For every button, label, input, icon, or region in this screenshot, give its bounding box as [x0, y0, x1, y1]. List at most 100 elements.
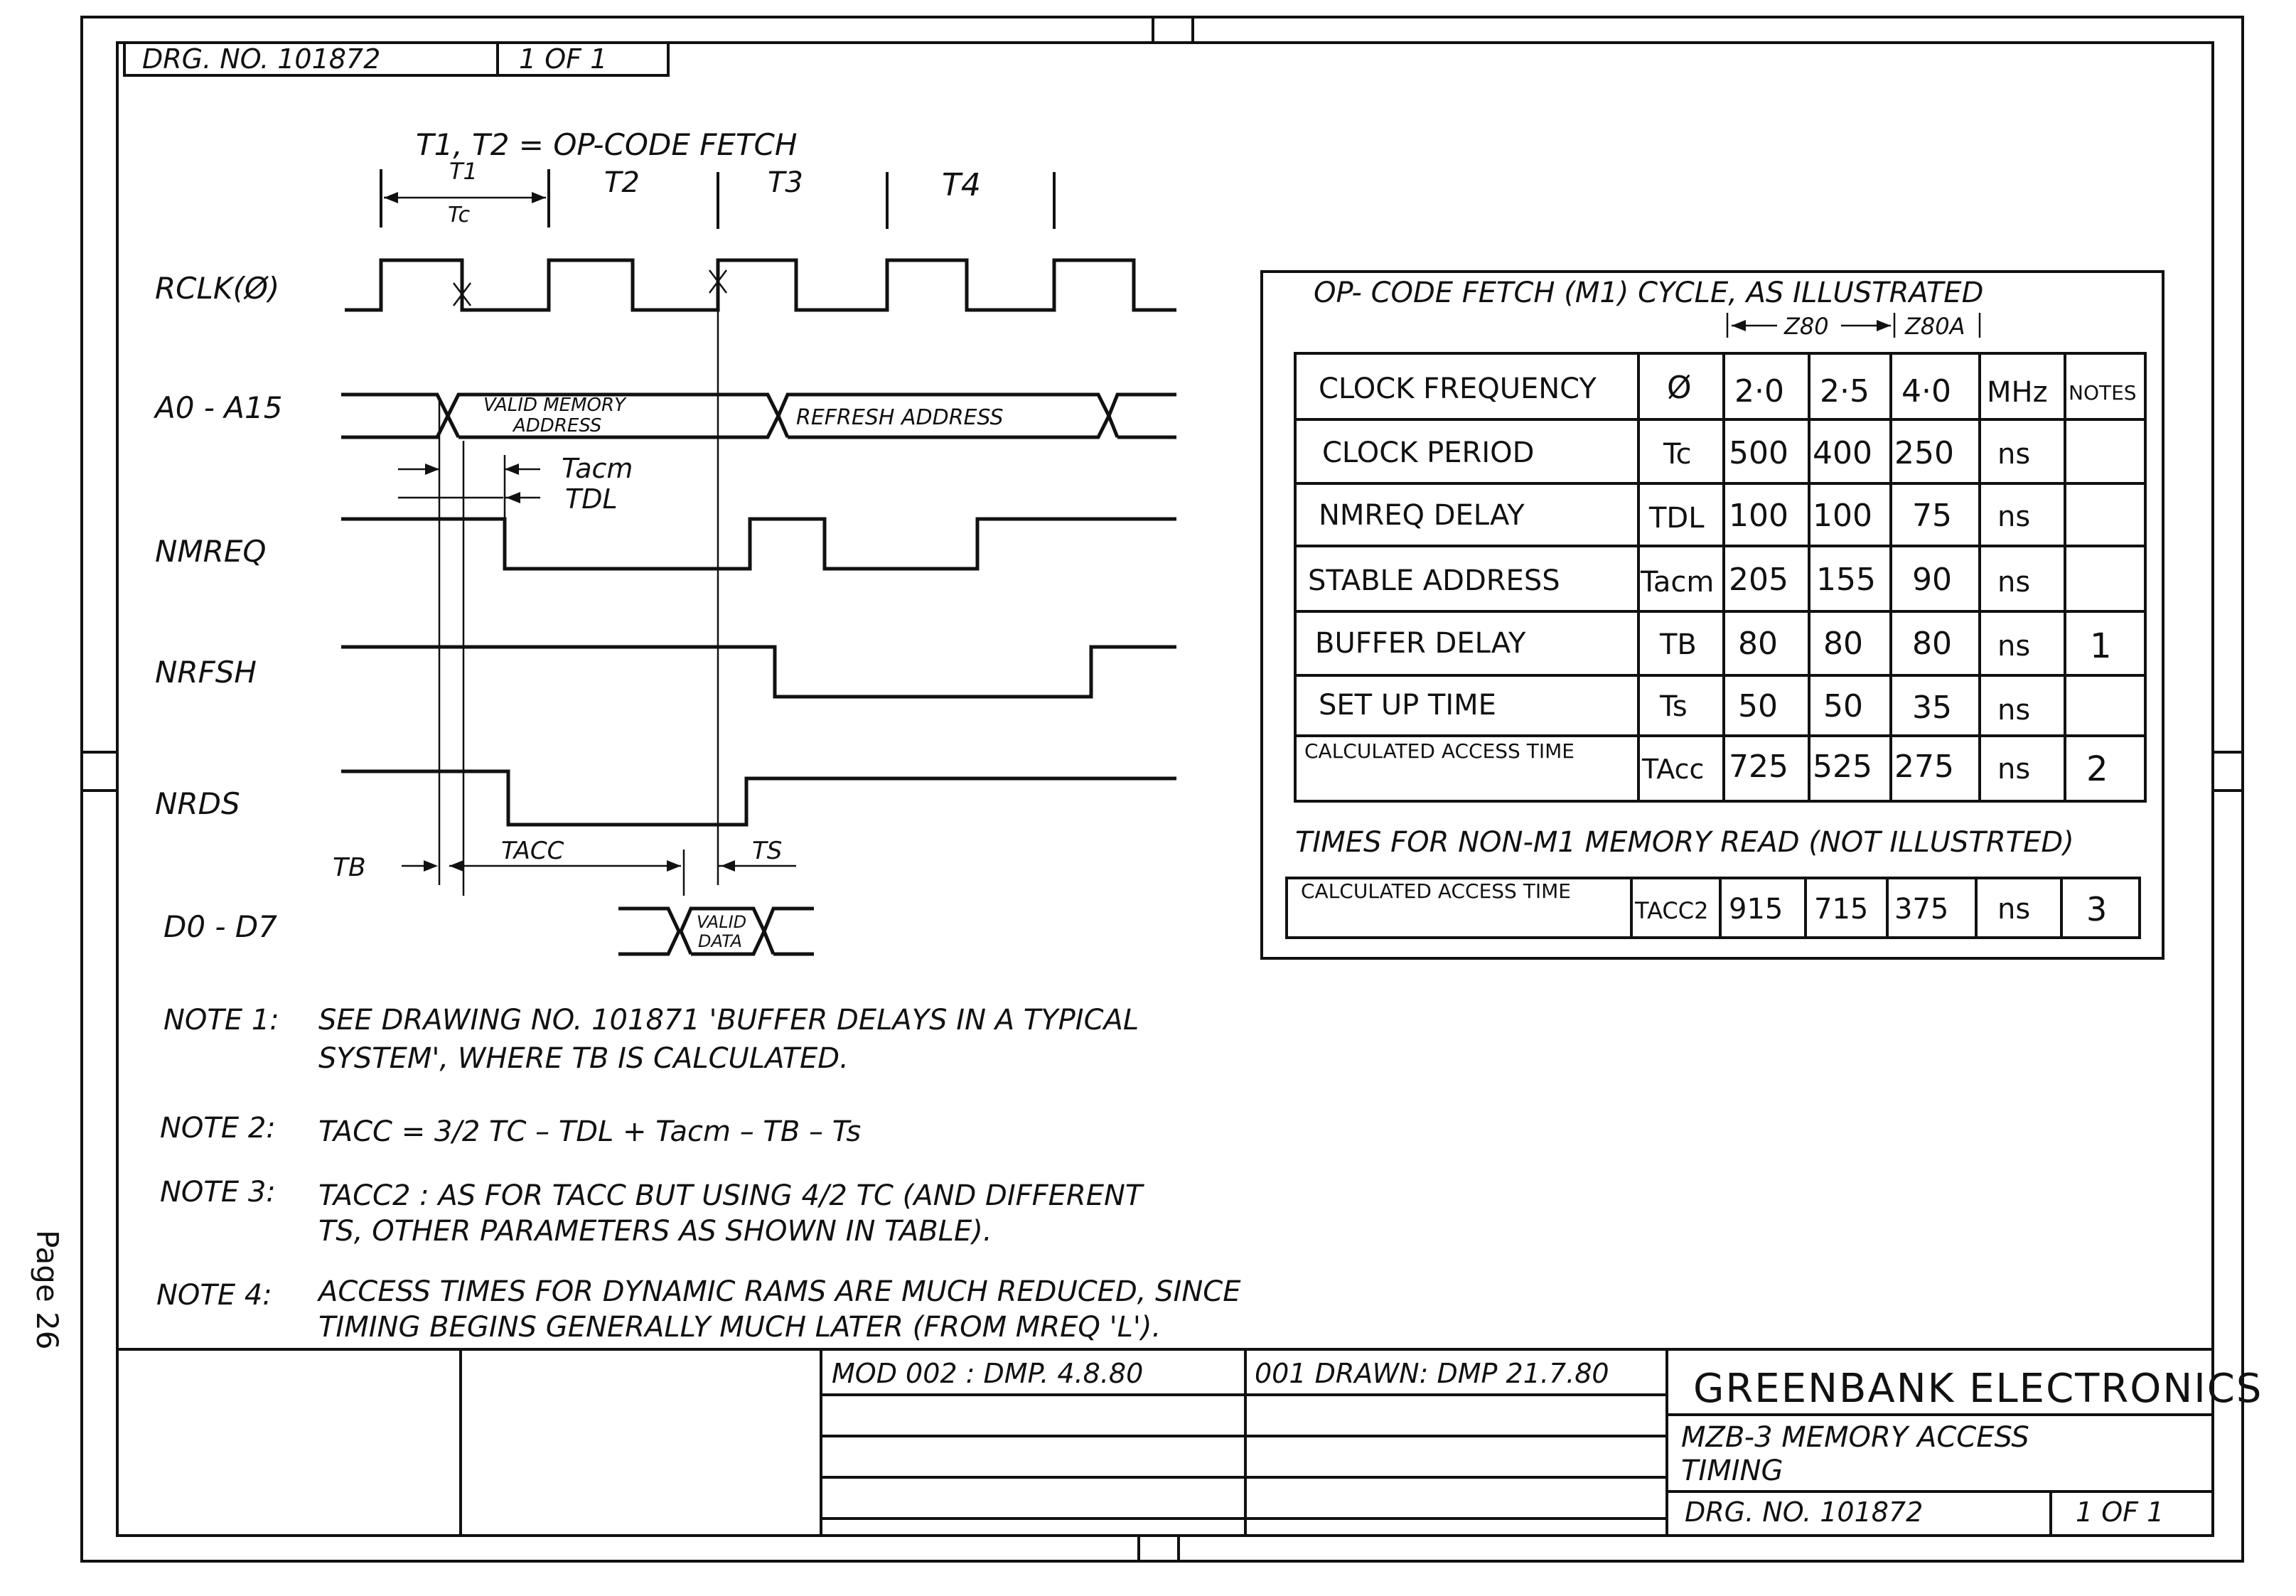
signal-nrfsh: NRFSH [155, 655, 257, 690]
table-cell: NMREQ DELAY [1319, 499, 1525, 532]
table-cell: 80 [1738, 626, 1778, 662]
mark-tb: TB [333, 853, 366, 882]
table-cell: 155 [1816, 562, 1876, 598]
drawn-record: 001 DRAWN: DMP 21.7.80 [1255, 1358, 1609, 1389]
table-cell: ns [1997, 566, 2030, 599]
bus-label-valid-data-2: DATA [698, 931, 742, 951]
table-cell: Tc [1663, 438, 1692, 471]
table-cell: 275 [1894, 749, 1954, 785]
table-cell: 90 [1912, 562, 1952, 598]
signal-data: D0 - D7 [163, 909, 277, 944]
table-header-2-5: 2·5 [1820, 373, 1869, 409]
signal-nmreq: NMREQ [155, 534, 266, 569]
nmreq-waveform [341, 517, 1176, 571]
table-cell: CLOCK PERIOD [1322, 437, 1534, 469]
z80-label: Z80 [1783, 313, 1829, 340]
bus-label-refresh-address: REFRESH ADDRESS [796, 405, 1004, 430]
state-label-t1: T1 [449, 158, 478, 185]
mod-record: MOD 002 : DMP. 4.8.80 [832, 1358, 1143, 1389]
nonm1-cell: TACC2 [1634, 897, 1708, 924]
note-3-label: NOTE 3: [160, 1176, 276, 1209]
table-cell: 50 [1738, 688, 1778, 724]
nonm1-cell: 375 [1894, 893, 1948, 926]
table-cell: 80 [1823, 626, 1863, 662]
nrds-waveform [341, 769, 1176, 827]
notes: NOTE 1: SEE DRAWING NO. 101871 'BUFFER D… [156, 1004, 1241, 1344]
table-cell: ns [1997, 694, 2030, 727]
table-header-parameter: CLOCK FREQUENCY [1319, 373, 1597, 405]
table-cell: Ts [1659, 690, 1688, 723]
table-cell-access-time-wrap: CALCULATED ACCESS TIME [1304, 739, 1575, 763]
drawing-number: DRG. NO. 101872 [1685, 1496, 1923, 1528]
table-cell: BUFFER DELAY [1315, 627, 1526, 660]
note-1-label: NOTE 1: [163, 1004, 279, 1037]
table-cell: ns [1997, 500, 2030, 533]
table-cell: CALCULATED ACCESS TIME [1304, 739, 1575, 763]
table-cell: 50 [1823, 688, 1863, 724]
table-cell: 525 [1813, 749, 1872, 785]
bus-label-valid-address-2: ADDRESS [512, 415, 601, 437]
mark-tacc: TACC [501, 837, 564, 865]
signal-rclk: RCLK(Ø) [155, 271, 279, 306]
nrfsh-waveform [341, 645, 1176, 699]
z80a-label: Z80A [1904, 313, 1965, 340]
title-block: MOD 002 : DMP. 4.8.80 001 DRAWN: DMP 21.… [117, 1348, 2263, 1536]
drawing-title-1: MZB-3 MEMORY ACCESS [1681, 1421, 2029, 1454]
header-sheet: 1 OF 1 [519, 43, 607, 75]
nonm1-title: TIMES FOR NON-M1 MEMORY READ (NOT ILLUST… [1295, 826, 2074, 859]
table-header-unit: MHz [1987, 376, 2048, 409]
note-3-line-2: TS, OTHER PARAMETERS AS SHOWN IN TABLE). [318, 1215, 992, 1248]
note-2-label: NOTE 2: [160, 1112, 276, 1145]
table-cell: TAcc [1641, 754, 1704, 785]
note-1-line-2: SYSTEM', WHERE TB IS CALCULATED. [318, 1042, 849, 1075]
table-header-4-0: 4·0 [1901, 373, 1951, 409]
note-4-line-2: TIMING BEGINS GENERALLY MUCH LATER (FROM… [318, 1311, 1161, 1344]
drawing-title-2: TIMING [1681, 1455, 1783, 1487]
note-3-line-1: TACC2 : AS FOR TACC BUT USING 4/2 TC (AN… [318, 1179, 1145, 1212]
table-cell: 35 [1912, 690, 1952, 726]
page-label: Page 26 [30, 1230, 65, 1349]
table-cell: Tacm [1640, 566, 1714, 599]
table-cell: 2 [2086, 749, 2108, 789]
company-name: GREENBANK ELECTRONICS [1693, 1366, 2263, 1412]
state-label-t2: T2 [604, 166, 640, 199]
signal-nrds: NRDS [155, 786, 240, 821]
timing-table: OP- CODE FETCH (M1) CYCLE, AS ILLUSTRATE… [1260, 270, 2164, 960]
mark-ts: TS [752, 837, 782, 865]
table-title: OP- CODE FETCH (M1) CYCLE, AS ILLUSTRATE… [1314, 277, 1983, 309]
table-cell: 250 [1894, 435, 1954, 471]
table-header-2-0: 2·0 [1734, 373, 1784, 409]
table-cell: 1 [2090, 626, 2112, 666]
table-cell: STABLE ADDRESS [1308, 564, 1560, 597]
table-cell: 400 [1813, 435, 1872, 471]
data-bus: VALID DATA [618, 906, 814, 956]
note-4-label: NOTE 4: [156, 1279, 272, 1312]
bus-label-valid-data-1: VALID [697, 912, 746, 932]
timing-caption: T1, T2 = OP-CODE FETCH [416, 127, 797, 162]
rclk-waveform [345, 258, 1176, 312]
nonm1-cell: CALCULATED ACCESS TIME [1301, 879, 1571, 903]
table-cell: 80 [1912, 626, 1952, 662]
table-header-symbol: Ø [1667, 370, 1692, 406]
table-cell: 205 [1729, 562, 1788, 598]
table-cell: ns [1997, 630, 2030, 663]
border [80, 16, 2244, 1563]
address-bus: VALID MEMORY ADDRESS REFRESH ADDRESS [341, 392, 1176, 439]
table-cell: 100 [1813, 498, 1872, 534]
state-label-t3: T3 [768, 166, 803, 199]
nonm1-cell: 3 [2086, 890, 2107, 928]
tc-label: Tc [448, 203, 471, 227]
table-cell: ns [1997, 753, 2030, 786]
table-cell: 725 [1729, 749, 1788, 785]
table-cell: TDL [1648, 502, 1705, 535]
table-cell: ns [1997, 438, 2030, 471]
nonm1-cell: 915 [1729, 893, 1783, 926]
drawing-sheet: 1 OF 1 [2076, 1496, 2164, 1528]
header-drg-label: DRG. NO. 101872 [142, 43, 380, 75]
header-drg-box: DRG. NO. 101872 1 OF 1 [123, 43, 670, 77]
mark-tdl: TDL [565, 483, 618, 515]
table-cell: TB [1659, 628, 1697, 661]
table-cell: 100 [1729, 498, 1788, 534]
signal-address: A0 - A15 [153, 390, 282, 425]
table-cell: 75 [1912, 498, 1952, 534]
